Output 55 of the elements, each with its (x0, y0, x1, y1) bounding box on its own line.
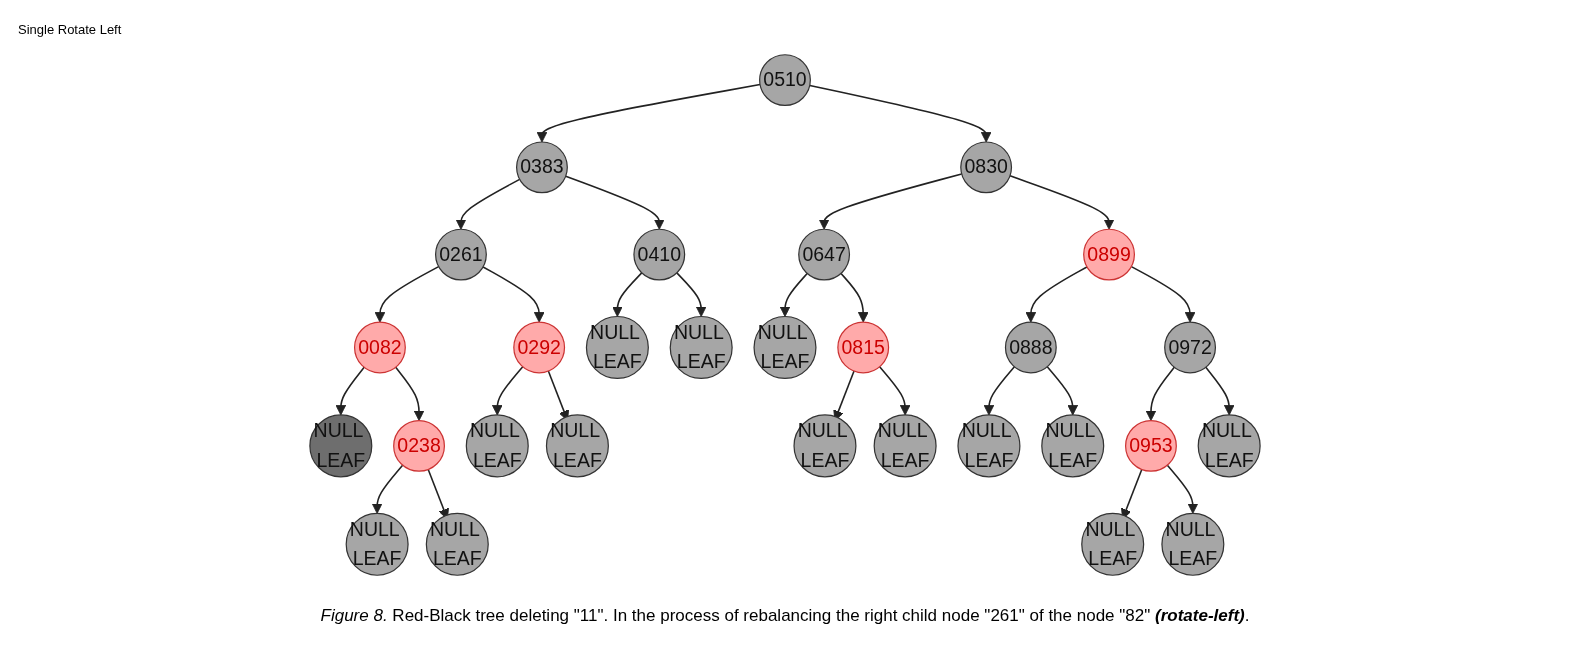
node-circle: NULL LEAF (465, 414, 529, 478)
node-circle: 0830 (960, 141, 1013, 194)
arrow (676, 272, 707, 317)
node-circle: 0899 (1083, 228, 1135, 281)
arrow (1009, 175, 1115, 230)
arrow (818, 173, 963, 230)
arrow (394, 366, 425, 421)
node-circle: NULL LEAF (1081, 512, 1145, 576)
arrow (809, 84, 992, 143)
node-circle: NULL LEAF (545, 414, 609, 478)
arrow (1205, 366, 1235, 416)
arrow (335, 366, 365, 416)
arrow (371, 464, 404, 514)
node-circle: NULL LEAF (1041, 414, 1105, 478)
node-circle: NULL LEAF (1161, 512, 1225, 576)
node-circle: 0953 (1125, 419, 1177, 472)
arrow (1145, 366, 1176, 421)
node-circle: NULL LEAF (345, 512, 409, 576)
node-circle: 0261 (435, 228, 487, 281)
arrow (1025, 266, 1088, 323)
node-circle: NULL LEAF (753, 315, 817, 379)
node-circle: NULL LEAF (793, 414, 857, 478)
figure-caption: Figure 8. Red-Black tree deleting "11". In the process of rebalancing the right child node "261" of the node "82" (rotate-left). (319, 606, 1251, 626)
node-circle: 0292 (513, 321, 566, 374)
arrow (840, 272, 869, 323)
node-circle: 0510 (759, 54, 811, 107)
node-circle: NULL LEAF (1197, 414, 1261, 478)
node-circle: NULL LEAF (957, 414, 1021, 478)
node-circle: 0383 (516, 141, 568, 194)
node-circle: 0972 (1164, 321, 1216, 374)
arrow (779, 272, 808, 317)
arrow (564, 175, 665, 230)
arrow (1046, 365, 1079, 416)
arrow (983, 365, 1016, 416)
diagram-title: Single Rotate Left (18, 22, 122, 37)
node-circle: 0888 (1004, 321, 1057, 374)
arrow (878, 365, 911, 416)
node-circle: NULL LEAF (873, 414, 937, 478)
arrow (482, 266, 545, 323)
node-circle: 0647 (798, 228, 851, 281)
node-circle: NULL LEAF (309, 414, 373, 478)
node-circle: 0410 (633, 228, 686, 281)
node-circle: NULL LEAF (669, 315, 733, 379)
arrow (491, 365, 524, 416)
arrow (1130, 265, 1196, 323)
arrow (536, 83, 761, 143)
arrow (1166, 464, 1199, 514)
node-circle: 0082 (353, 321, 406, 374)
node-circle: NULL LEAF (425, 512, 489, 576)
arrow (455, 178, 521, 230)
node-circle: 0238 (393, 419, 445, 472)
node-circle: NULL LEAF (585, 315, 649, 379)
arrow (612, 272, 643, 317)
node-circle: 0815 (837, 321, 890, 374)
arrow (374, 265, 440, 323)
